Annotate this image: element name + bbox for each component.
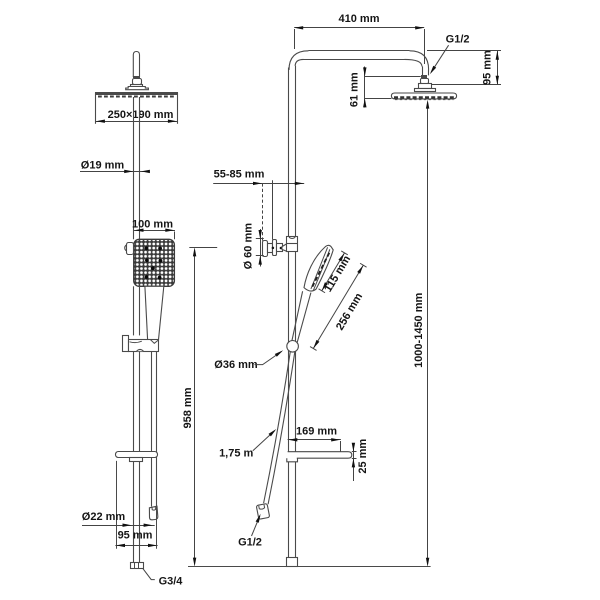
svg-text:100 mm: 100 mm	[132, 218, 173, 230]
svg-text:Ø36 mm: Ø36 mm	[214, 359, 258, 371]
svg-text:1,75 m: 1,75 m	[219, 447, 253, 459]
svg-text:958 mm: 958 mm	[182, 387, 194, 428]
svg-text:169 mm: 169 mm	[296, 425, 337, 437]
svg-text:95 mm: 95 mm	[482, 50, 494, 85]
svg-text:95 mm: 95 mm	[118, 530, 153, 542]
svg-text:61 mm: 61 mm	[349, 72, 361, 107]
svg-text:G3/4: G3/4	[159, 575, 184, 587]
svg-text:1000-1450 mm: 1000-1450 mm	[413, 292, 425, 367]
svg-text:250×190 mm: 250×190 mm	[108, 109, 174, 121]
svg-text:410 mm: 410 mm	[339, 13, 380, 25]
svg-text:G1/2: G1/2	[446, 33, 470, 45]
svg-text:Ø 60 mm: Ø 60 mm	[243, 223, 255, 270]
svg-text:Ø19 mm: Ø19 mm	[81, 159, 125, 171]
svg-text:Ø22 mm: Ø22 mm	[82, 511, 126, 523]
svg-text:55-85 mm: 55-85 mm	[214, 169, 265, 181]
svg-text:25 mm: 25 mm	[357, 439, 369, 474]
svg-text:G1/2: G1/2	[238, 536, 262, 548]
